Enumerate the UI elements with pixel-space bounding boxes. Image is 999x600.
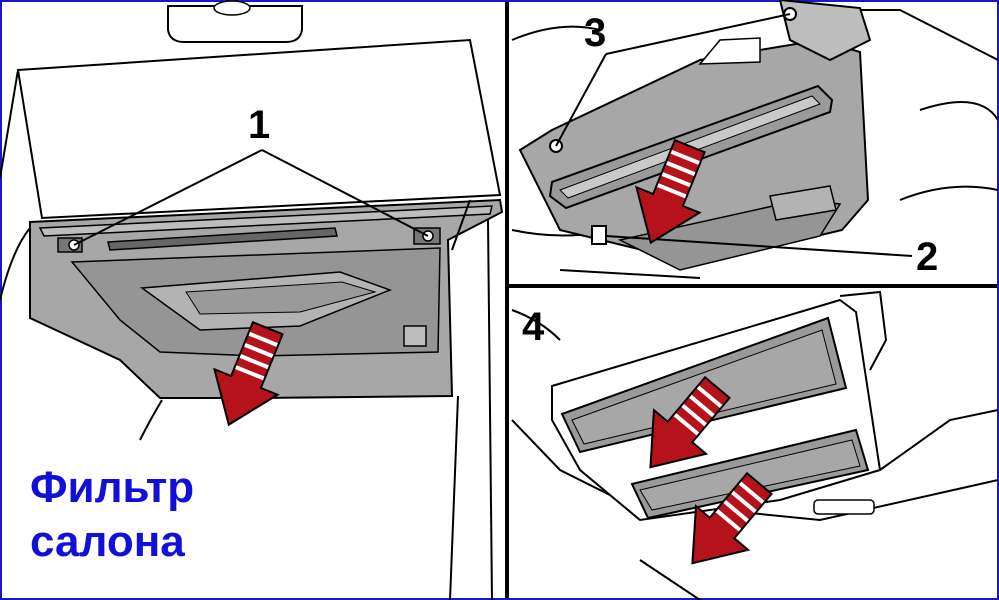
left-panel: 1 Фильтр салона: [0, 0, 504, 600]
clip: [591, 225, 607, 245]
bottom-right-panel: 4: [511, 290, 999, 600]
panel-divider-vertical: [505, 2, 509, 598]
callout-3: 3: [584, 11, 606, 55]
callout-4: 4: [522, 305, 545, 349]
glovebox-lid: [16, 38, 502, 220]
caption-line-1: Фильтр: [30, 463, 194, 512]
top-right-panel: 3 2: [511, 0, 999, 279]
panel-divider-horizontal: [505, 284, 997, 288]
caption-line-2: салона: [30, 517, 185, 566]
callout-1: 1: [248, 103, 270, 147]
callout-2: 2: [916, 235, 938, 279]
handle: [167, 5, 303, 43]
